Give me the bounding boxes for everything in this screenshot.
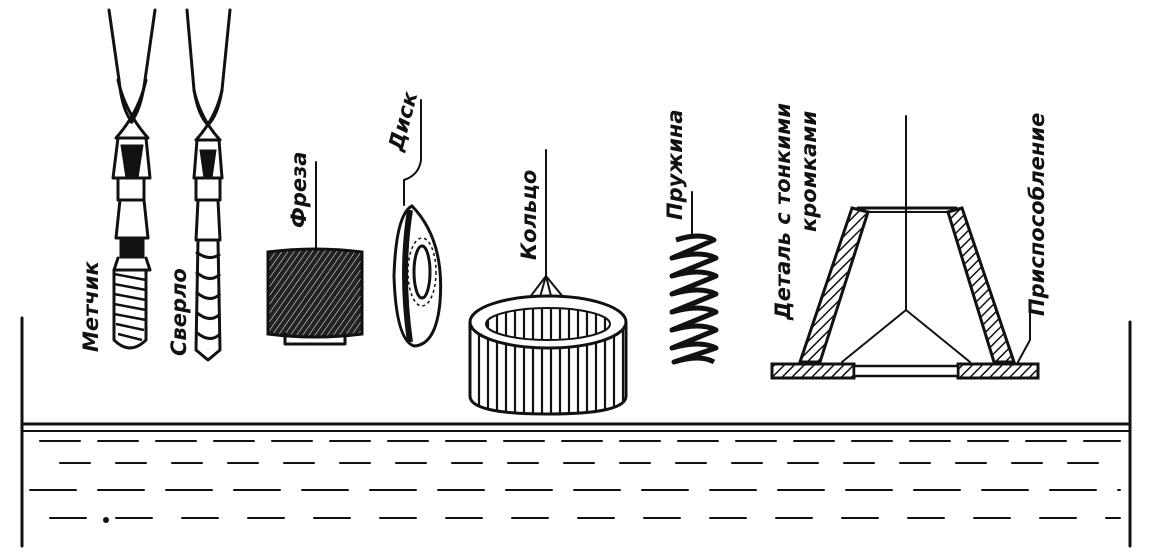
quenching-tank: [20, 316, 1132, 548]
spring: Пружина: [663, 109, 719, 365]
disk: Диск: [383, 88, 443, 348]
drill-label: Сверло: [167, 268, 191, 356]
milling-cutter: Фреза: [266, 152, 364, 346]
fixture-plate: [770, 362, 1040, 380]
tap-threads: [113, 272, 147, 342]
tap-with-tongs: Метчик: [79, 8, 157, 352]
spring-coil: [669, 233, 719, 365]
part-left-wall: [797, 206, 870, 364]
thin-edged-part-assembly: Деталь с тонкими кромками Приспособление: [770, 103, 1049, 380]
cutter-label: Фреза: [287, 152, 311, 228]
spring-label: Пружина: [663, 109, 687, 220]
drill-flutes: [195, 250, 222, 340]
part-right-wall: [946, 206, 1017, 364]
cutter-body: [266, 247, 364, 339]
part-label-line1: Деталь с тонкими: [771, 103, 795, 321]
part-hanger: [841, 309, 971, 363]
disk-label: Диск: [383, 88, 422, 154]
part-label-line2: кромками: [797, 111, 821, 232]
liquid-dashes: [29, 440, 1121, 519]
ring: Кольцо: [468, 149, 628, 416]
fixture-label: Приспособление: [1025, 113, 1049, 316]
ring-label: Кольцо: [517, 170, 541, 260]
drill-with-tongs: Сверло: [167, 8, 232, 362]
tap-label: Метчик: [79, 261, 103, 352]
